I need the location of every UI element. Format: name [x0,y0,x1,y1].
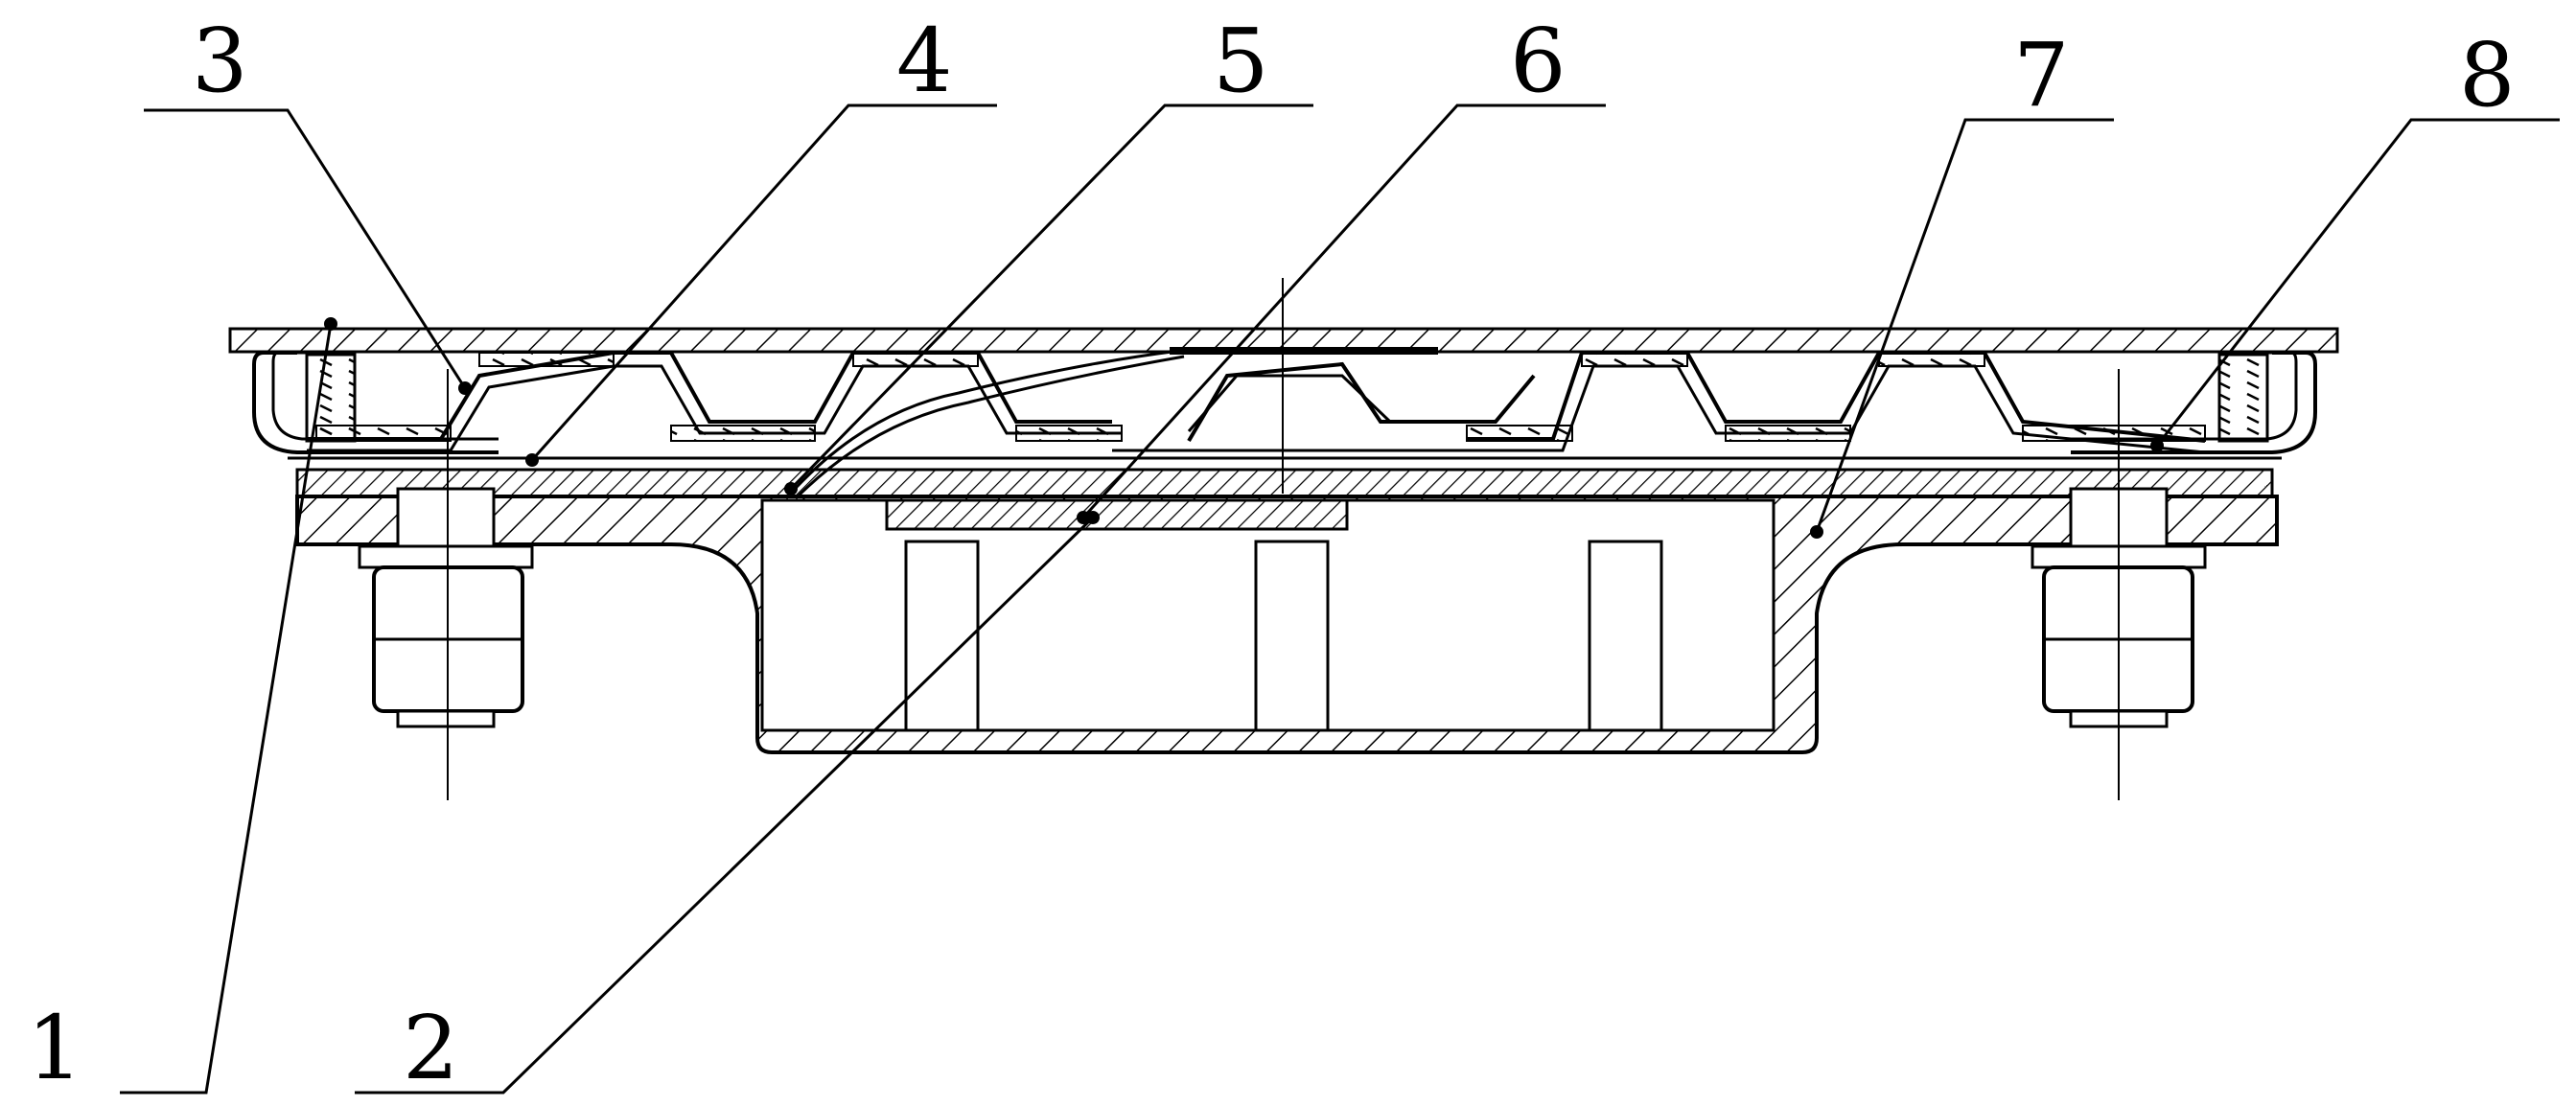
callout-2: 2 [403,997,459,1099]
base-plate [288,456,2282,498]
callout-1: 1 [27,997,83,1099]
right-side-bracket [2071,351,2317,454]
callout-8: 8 [2459,24,2516,127]
housing [295,487,2279,754]
callout-4: 4 [896,10,953,112]
corrugated-core [307,347,2206,500]
callout-7: 7 [2013,24,2070,127]
leader-dots [324,317,2164,539]
callout-5: 5 [1213,10,1269,112]
left-bolt [358,369,534,800]
leader-lines [120,104,2560,1094]
right-bolt [2031,369,2207,800]
callout-6: 6 [1510,10,1566,112]
callout-3: 3 [192,10,248,112]
